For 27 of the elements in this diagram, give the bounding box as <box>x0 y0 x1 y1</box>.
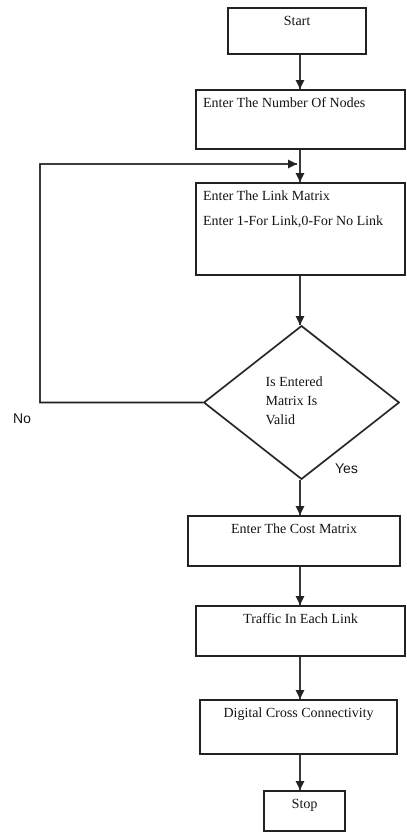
arrow <box>296 276 304 325</box>
node-text: Stop <box>290 796 318 814</box>
arrow <box>296 657 304 699</box>
arrow <box>296 755 304 790</box>
node-text: Digital Cross Connectivity <box>222 705 375 723</box>
arrow <box>296 150 304 182</box>
edge-label: Yes <box>335 460 358 476</box>
node-text: Enter 1-For Link,0-For No Link <box>203 212 384 231</box>
arrow <box>296 55 304 89</box>
process-box <box>263 790 346 832</box>
arrow <box>296 567 304 605</box>
process-box <box>195 182 406 276</box>
edge-label: No <box>13 410 31 426</box>
arrow <box>39 160 297 404</box>
process-box <box>195 89 406 150</box>
decision-diamond <box>203 325 400 480</box>
node-text: Enter The Cost Matrix <box>230 521 358 539</box>
process-box <box>227 7 367 55</box>
node-text: Enter The Number Of Nodes <box>203 95 366 113</box>
process-box <box>199 699 398 755</box>
arrow <box>296 480 304 515</box>
process-box <box>195 605 406 657</box>
node-text: Is Entered Matrix Is Valid <box>266 374 324 430</box>
node-text: Enter The Link Matrix <box>203 188 331 206</box>
node-text: Start <box>282 13 312 31</box>
node-text: Traffic In Each Link <box>242 611 359 629</box>
process-box <box>187 515 401 567</box>
